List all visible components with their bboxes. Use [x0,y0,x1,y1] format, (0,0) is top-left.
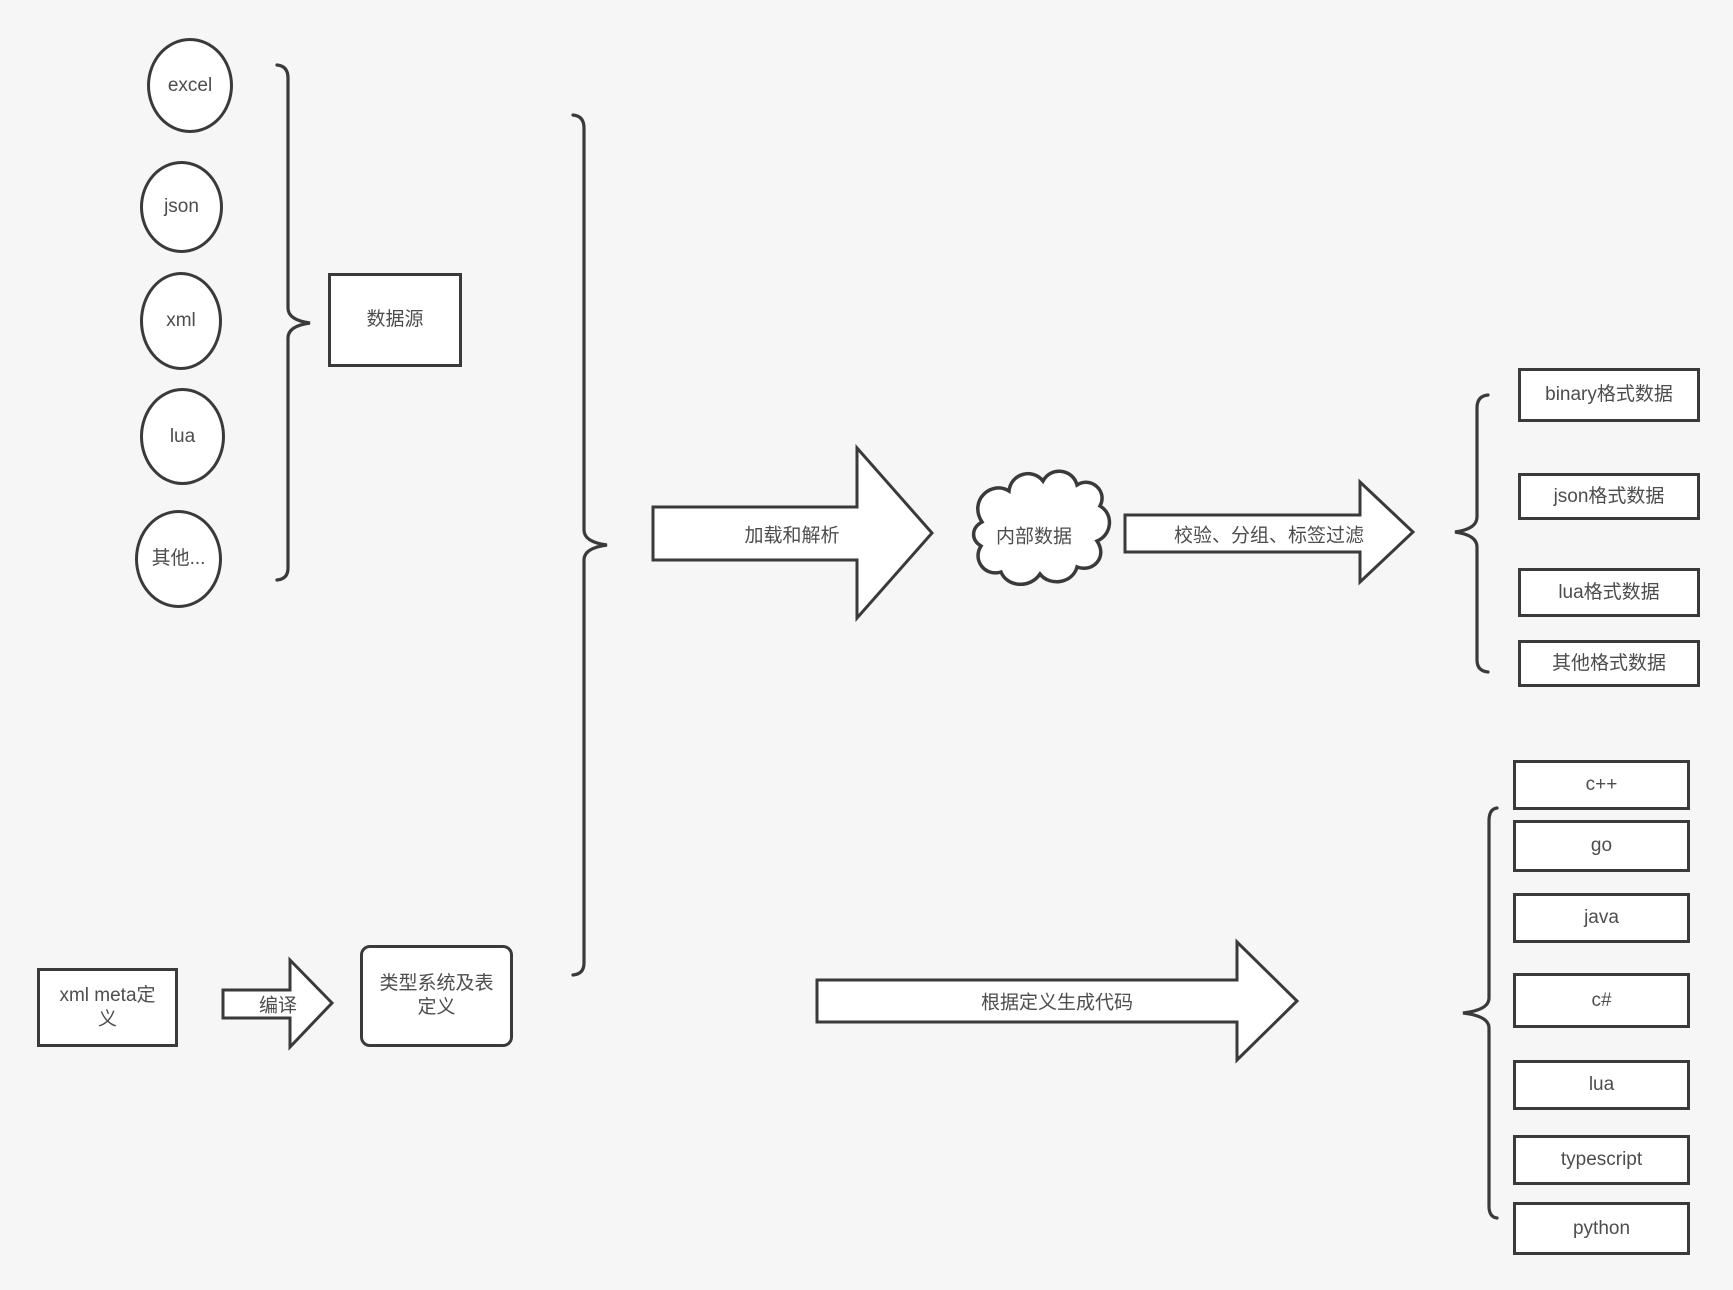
data-source-group-label: 数据源 [366,309,424,331]
language-box-go: go [1513,820,1690,872]
format-box-lua: lua格式数据 [1518,568,1700,617]
language-box-label: c++ [1585,774,1618,796]
xml-meta-definition-label: xml meta定义 [59,984,156,1030]
format-box-json: json格式数据 [1518,473,1700,520]
format-box-binary: binary格式数据 [1518,368,1700,422]
compile-arrow-label: 编译 [258,995,298,1017]
language-box-python: python [1513,1202,1690,1255]
data-source-group-box: 数据源 [328,273,462,367]
language-box-label: java [1584,907,1619,929]
compile-arrow [221,956,335,1051]
load-parse-arrow [651,444,935,622]
brace-languages [1462,806,1499,1220]
source-node-label: 其他... [151,548,206,570]
language-box-typescript: typescript [1513,1135,1690,1185]
language-box-csharp: c# [1513,973,1690,1028]
filter-arrow [1123,478,1416,586]
language-box-label: c# [1591,989,1612,1011]
generate-code-arrow [815,938,1300,1064]
source-node-label: xml [166,310,196,332]
source-node-label: lua [169,425,196,447]
language-box-label: typescript [1560,1149,1643,1171]
type-system-label: 类型系统及表定义 [379,973,494,1018]
source-node-label: json [164,196,199,218]
xml-meta-definition-box: xml meta定义 [37,968,178,1047]
language-box-cpp: c++ [1513,760,1690,810]
language-box-label: go [1590,835,1613,857]
brace-data-sources [275,63,311,582]
source-node-label: excel [167,74,213,96]
brace-left-column [571,113,608,977]
generate-code-arrow-label: 根据定义生成代码 [980,992,1134,1014]
internal-data-label: 内部数据 [995,526,1073,548]
language-box-label: python [1572,1217,1631,1239]
source-node-lua: lua [140,388,225,485]
type-system-box: 类型系统及表定义 [360,945,513,1047]
source-node-excel: excel [147,38,233,133]
language-box-java: java [1513,893,1690,943]
format-box-label: 其他格式数据 [1551,652,1666,674]
filter-arrow-label: 校验、分组、标签过滤 [1173,525,1365,547]
language-box-lua: lua [1513,1060,1690,1110]
source-node-json: json [140,161,223,253]
format-box-label: binary格式数据 [1545,384,1673,406]
source-node-xml: xml [140,272,222,370]
format-box-label: lua格式数据 [1558,581,1660,603]
brace-output-formats [1454,393,1490,674]
internal-data-cloud [971,469,1112,586]
language-box-label: lua [1588,1074,1615,1096]
format-box-other: 其他格式数据 [1518,640,1700,687]
format-box-label: json格式数据 [1553,485,1665,507]
load-parse-arrow-label: 加载和解析 [744,525,840,547]
source-node-other: 其他... [135,510,222,608]
